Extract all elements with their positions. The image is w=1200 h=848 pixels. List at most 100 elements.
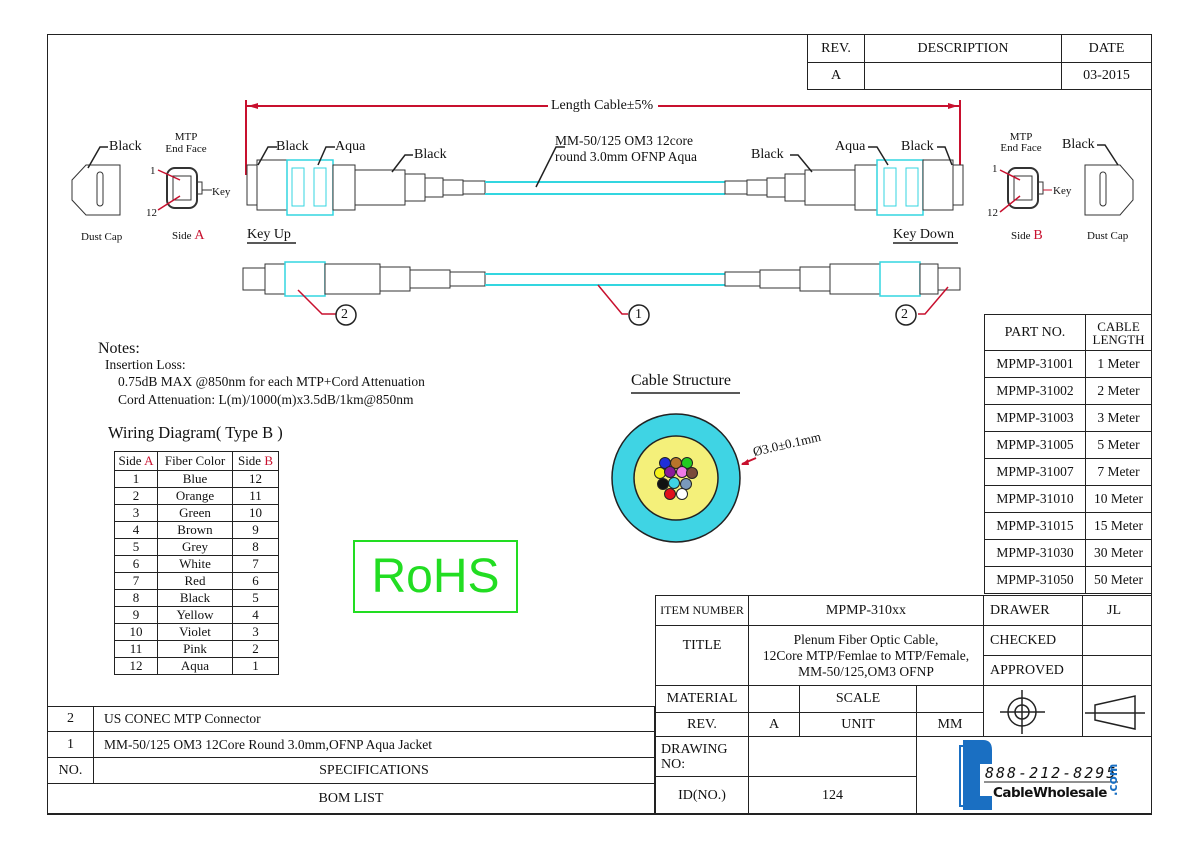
connector-a-top: [246, 159, 486, 216]
side-b-dustcap-label: Dust Cap: [1087, 230, 1129, 242]
wiring-cell-b: 5: [232, 589, 279, 607]
wiring-cell-b: 3: [232, 623, 279, 641]
approved-label: APPROVED: [983, 655, 1083, 686]
fiber-white: [676, 488, 688, 500]
drawer-value: JL: [1082, 595, 1152, 626]
side-b-dustcap-color: Black: [1062, 137, 1095, 152]
part-cell-part: MPMP-31010: [984, 485, 1086, 513]
wiring-cell-color: Violet: [157, 623, 233, 641]
callout-leaders: [297, 284, 949, 315]
bom-table: 2 US CONEC MTP Connector 1 MM-50/125 OM3…: [47, 706, 655, 815]
notes-title: Notes:: [98, 340, 140, 357]
connector-b-side: [724, 261, 961, 297]
date-value: 03-2015: [1061, 62, 1152, 90]
fiber-black: [657, 478, 669, 490]
unit-value: MM: [916, 712, 984, 737]
wiring-cell-a: 6: [114, 555, 158, 573]
side-b-key-label: Key: [1053, 185, 1072, 197]
arrow-right: [948, 103, 958, 109]
part-cell-part: MPMP-31001: [984, 350, 1086, 378]
id-value: 124: [748, 776, 917, 815]
fiber-bundle: [654, 457, 698, 500]
part-cell-length: 10 Meter: [1085, 485, 1152, 513]
side-a-pin-last: 12: [146, 207, 157, 219]
wiring-cell-a: 1: [114, 470, 158, 488]
wiring-cell-color: Aqua: [157, 657, 233, 675]
bom-header-spec: SPECIFICATIONS: [93, 757, 655, 784]
wiring-header-side-b: Side B: [232, 451, 279, 471]
fiber-green: [681, 457, 693, 469]
unit-label: UNIT: [799, 712, 917, 737]
part-cell-length: 5 Meter: [1085, 431, 1152, 459]
wiring-cell-b: 4: [232, 606, 279, 624]
wiring-cell-color: Pink: [157, 640, 233, 658]
part-cell-length: 2 Meter: [1085, 377, 1152, 405]
side-a-dustcap-label: Dust Cap: [81, 231, 123, 243]
scale-value: [916, 685, 984, 713]
drawing-no-value: [748, 736, 917, 777]
callout-2-right-num: 2: [901, 307, 908, 322]
wiring-cell-b: 9: [232, 521, 279, 539]
side-a-endface-title1: MTP: [174, 131, 198, 143]
wiring-cell-a: 7: [114, 572, 158, 590]
side-b-body-color: Black: [901, 139, 934, 154]
logo-tld: .com: [1106, 763, 1120, 796]
title-block: ITEM NUMBER MPMP-310xx DRAWER JL TITLE P…: [655, 595, 1152, 815]
notes-line1: Insertion Loss:: [105, 357, 186, 372]
wiring-cell-color: Red: [157, 572, 233, 590]
callout-1-num: 1: [635, 307, 642, 322]
wiring-cell-color: Brown: [157, 521, 233, 539]
part-cell-length: 30 Meter: [1085, 539, 1152, 567]
date-header: DATE: [1061, 34, 1152, 63]
wiring-cell-a: 5: [114, 538, 158, 556]
fiber-violet: [664, 466, 676, 478]
description-header: DESCRIPTION: [864, 34, 1062, 63]
wiring-cell-a: 12: [114, 657, 158, 675]
side-a-dustcap-color: Black: [109, 139, 142, 154]
length-label: Length Cable±5%: [551, 98, 654, 113]
cable-label-line2: round 3.0mm OFNP Aqua: [555, 149, 698, 164]
wiring-cell-b: 6: [232, 572, 279, 590]
side-b-label: Side B: [1011, 228, 1043, 243]
wiring-cell-color: Green: [157, 504, 233, 522]
revision-table: REV. DESCRIPTION DATE A 03-2015: [807, 34, 1152, 90]
side-a-key-label: Key: [212, 186, 231, 198]
cable-label-line1: MM-50/125 OM3 12core: [555, 133, 693, 148]
fiber-yellow: [654, 467, 666, 479]
bom-header-no: NO.: [47, 757, 94, 784]
material-value: [748, 685, 800, 713]
wiring-cell-color: Black: [157, 589, 233, 607]
parts-header-part: PART NO.: [984, 314, 1086, 351]
wiring-cell-a: 4: [114, 521, 158, 539]
fiber-aqua: [668, 477, 680, 489]
material-label: MATERIAL: [655, 685, 749, 713]
wiring-cell-color: Orange: [157, 487, 233, 505]
side-b-pin-last: 12: [987, 207, 998, 219]
part-cell-part: MPMP-31003: [984, 404, 1086, 432]
callout-circle-2-right: [895, 304, 917, 326]
rev-label: REV.: [655, 712, 749, 737]
cable-structure-title: Cable Structure: [631, 372, 731, 389]
notes-line2: 0.75dB MAX @850nm for each MTP+Cord Atte…: [118, 374, 425, 389]
side-a-body-color: Black: [276, 139, 309, 154]
side-b-boot-color: Black: [751, 147, 784, 162]
wiring-cell-color: Grey: [157, 538, 233, 556]
part-cell-length: 15 Meter: [1085, 512, 1152, 540]
wiring-cell-a: 3: [114, 504, 158, 522]
rohs-box: [353, 540, 518, 613]
wiring-cell-b: 11: [232, 487, 279, 505]
bom-title: BOM LIST: [47, 783, 655, 815]
